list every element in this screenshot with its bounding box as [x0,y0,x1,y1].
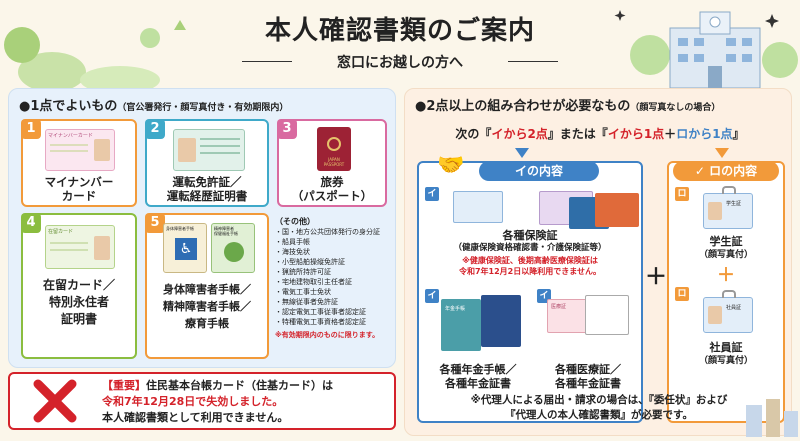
employee-id-label: 社員証 [709,341,743,354]
medical-certificate-icon [585,295,629,335]
plus-sign: ＋ [645,265,668,290]
i-tag: イ [425,289,439,303]
down-arrow-icon [515,143,529,158]
card-label: マイナンバー カード [44,175,114,203]
ro-section-title: ✓ ロの内容 [673,161,779,181]
others-item: ・小型船舶操縦免許証 [275,258,345,266]
insurance-card-icon [595,193,639,227]
notice-expiry: 令和7年12月28日で失効しました。 [102,395,284,408]
notice-line1: 住民基本台帳カード（住基カード）は [146,379,333,392]
ro-section: ✓ ロの内容 ロ 学生証 学生証 （顔写真付） ＋ ロ 社員証 社員証 （顔写真… [667,161,785,423]
mental-health-handbook-icon: 精神障害者 保健福祉手帳 [211,223,255,273]
insurance-label: 各種保険証 [502,229,558,242]
others-note: ※有効期限内のものに限ります。 [275,331,380,339]
decor-leaves-left [0,0,190,94]
notice-line3: 本人確認書類として利用できません。 [102,411,289,424]
i-tag: イ [425,187,439,201]
others-item: ・船員手帳 [275,238,310,246]
my-number-card-icon: マイナンバーカード [45,129,115,171]
others-item: ・特種電気工事資格者認定証 [275,318,366,326]
others-title: （その他） [275,217,315,226]
card-residence: 4 在留カード 在留カード／ 特別永住者 証明書 [21,213,137,359]
others-item: ・宅地建物取引主任者証 [275,278,352,286]
single-document-heading: ●1点でよいもの（官公署発行・顔写真付き・有効期限内） [19,99,289,114]
medical-certificate-icon: 医療証 [547,299,591,333]
cross-icon [32,378,78,424]
card-number-badge: 3 [277,119,297,139]
ro-tag: ロ [675,187,689,201]
juki-card-notice: 【重要】住民基本台帳カード（住基カード）は 令和7年12月28日で失効しました。… [8,372,396,430]
insurance-card-icon [453,191,503,223]
disability-handbook-icon: 身体障害者手帳 ♿ [163,223,207,273]
ro-tag: ロ [675,287,689,301]
city-illustration [740,395,800,437]
student-id-icon: 学生証 [703,186,753,229]
driver-license-icon [173,129,245,171]
pension-book-icon [481,295,521,347]
page-title: 本人確認書類のご案内 [264,16,535,46]
card-disability: 5 身体障害者手帳 ♿ 精神障害者 保健福祉手帳 身体障害者手帳／ 精神障害者手… [145,213,269,359]
employee-id-icon: 社員証 [703,290,753,333]
others-item: ・海技免状 [275,248,310,256]
card-number-badge: 5 [145,213,165,233]
notice-prefix: 【重要】 [102,379,146,392]
other-documents-list: （その他） ・国・地方公共団体発行の身分証 ・船員手帳 ・海技免状 ・小型船舶操… [275,217,395,340]
medical-label: 各種医療証／ 各種年金証書 [555,363,621,390]
i-section-title: イの内容 [479,161,599,181]
card-number-badge: 4 [21,213,41,233]
others-item: ・認定電気工事従事者認定証 [275,308,366,316]
card-passport: 3 JAPAN PASSPORT 旅券 （パスポート） [277,119,387,207]
card-label: 在留カード／ 特別永住者 証明書 [42,278,115,326]
handshake-icon: 🤝 [437,153,465,178]
passport-text: JAPAN PASSPORT [323,157,345,167]
building-illustration [600,0,800,89]
down-arrow-icon [715,143,729,158]
combination-panel: ●2点以上の組み合わせが必要なもの（顔写真なしの場合） 次の『イから2点』または… [404,88,792,436]
passport-icon: JAPAN PASSPORT [317,127,351,171]
residence-card-icon: 在留カード [45,225,115,269]
others-item: ・猟銃所持許可証 [275,268,331,276]
card-my-number: 1 マイナンバーカード マイナンバー カード [21,119,137,207]
employee-id-sub: （顔写真付） [698,356,753,366]
card-number-badge: 1 [21,119,41,139]
pension-book-icon: 年金手帳 [441,299,481,351]
combination-heading: ●2点以上の組み合わせが必要なもの（顔写真なしの場合） [415,99,721,114]
others-item: ・無線従事者免許証 [275,298,338,306]
card-label: 身体障害者手帳／ 精神障害者手帳／ 療育手帳 [163,283,251,330]
card-label: 旅券 （パスポート） [291,175,373,203]
residence-card-text: 在留カード [48,229,74,235]
card-label: 運転免許証／ 運転経歴証明書 [166,175,248,203]
others-item: ・電気工事士免状 [275,288,331,296]
student-id-sub: （顔写真付） [698,250,753,260]
disability-handbook-text: 身体障害者手帳 [166,226,194,231]
mental-health-handbook-text: 精神障害者 保健福祉手帳 [214,226,238,236]
card-driver-license: 2 運転免許証／ 運転経歴証明書 [145,119,269,207]
combination-rule: 次の『イから2点』または『イから1点＋ロから1点』 [455,127,745,141]
check-icon: ✓ [694,164,705,178]
page-subtitle: 窓口にお越しの方へ [242,52,558,72]
student-id-label: 学生証 [709,235,743,248]
card-number-badge: 2 [145,119,165,139]
single-document-panel: ●1点でよいもの（官公署発行・顔写真付き・有効期限内） 1 マイナンバーカード … [8,88,396,368]
plus-sign: ＋ [717,265,735,286]
my-number-card-text: マイナンバーカード [48,133,93,139]
i-section: イの内容 🤝 イ 各種保険証 （健康保険資格確認書・介護保険証等） ※健康保険証… [417,153,643,423]
proxy-note: ※代理人による届出・請求の場合は、『委任状』および 『代理人の本人確認書類』が必… [470,394,728,421]
insurance-warning: ※健康保険証、後期高齢医療保険証は 令和7年12月2日以降利用できません。 [458,256,602,276]
others-item: ・国・地方公共団体発行の身分証 [275,228,380,236]
insurance-sub: （健康保険資格確認書・介護保険証等） [453,243,607,253]
pension-label: 各種年金手帳／ 各種年金証書 [439,363,517,390]
